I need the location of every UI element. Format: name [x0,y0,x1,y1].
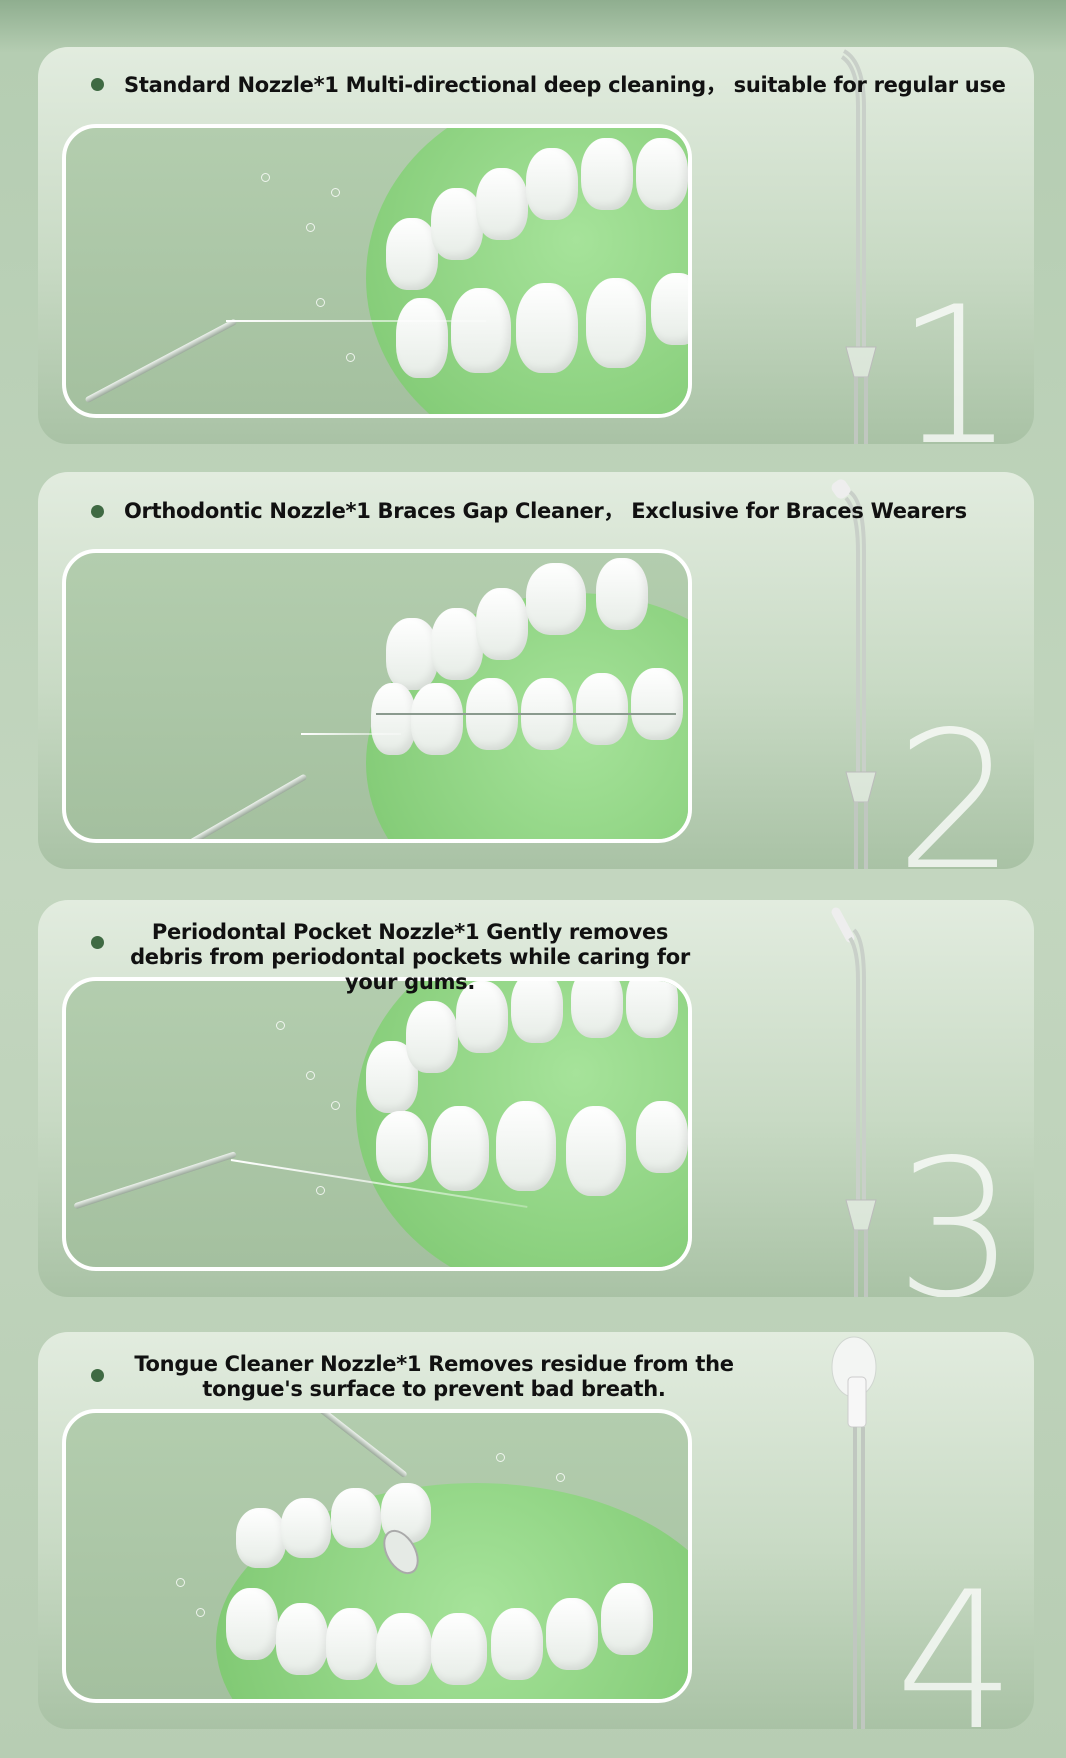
braces-illustration [62,549,692,843]
nozzle-card-1: Standard Nozzle*1 Multi-directional deep… [38,47,1034,444]
card-number: 3 [895,1119,1016,1298]
orthodontic-nozzle-icon [831,479,877,869]
teeth-illustration [62,124,692,418]
card-title: Tongue Cleaner Nozzle*1 Removes residue … [134,1352,734,1401]
bullet-icon [91,505,104,518]
card-number: 1 [895,266,1016,445]
tongue-cleaning-illustration [62,1409,692,1703]
nozzle-card-2: Orthodontic Nozzle*1 Braces Gap Cleaner，… [38,472,1034,869]
card-number: 2 [895,691,1016,870]
card-title: Standard Nozzle*1 Multi-directional deep… [124,73,1006,97]
teeth-illustration [62,977,692,1271]
card-number: 4 [895,1551,1016,1730]
bullet-icon [91,78,104,91]
bullet-icon [91,1369,104,1382]
card-title: Orthodontic Nozzle*1 Braces Gap Cleaner，… [124,499,967,523]
periodontal-nozzle-icon [831,907,877,1297]
nozzle-card-4: Tongue Cleaner Nozzle*1 Removes residue … [38,1332,1034,1729]
bullet-icon [91,936,104,949]
standard-nozzle-icon [840,49,877,444]
nozzle-card-3: Periodontal Pocket Nozzle*1 Gently remov… [38,900,1034,1297]
tongue-cleaner-nozzle-icon [831,1336,877,1729]
card-title: Periodontal Pocket Nozzle*1 Gently remov… [130,920,690,994]
